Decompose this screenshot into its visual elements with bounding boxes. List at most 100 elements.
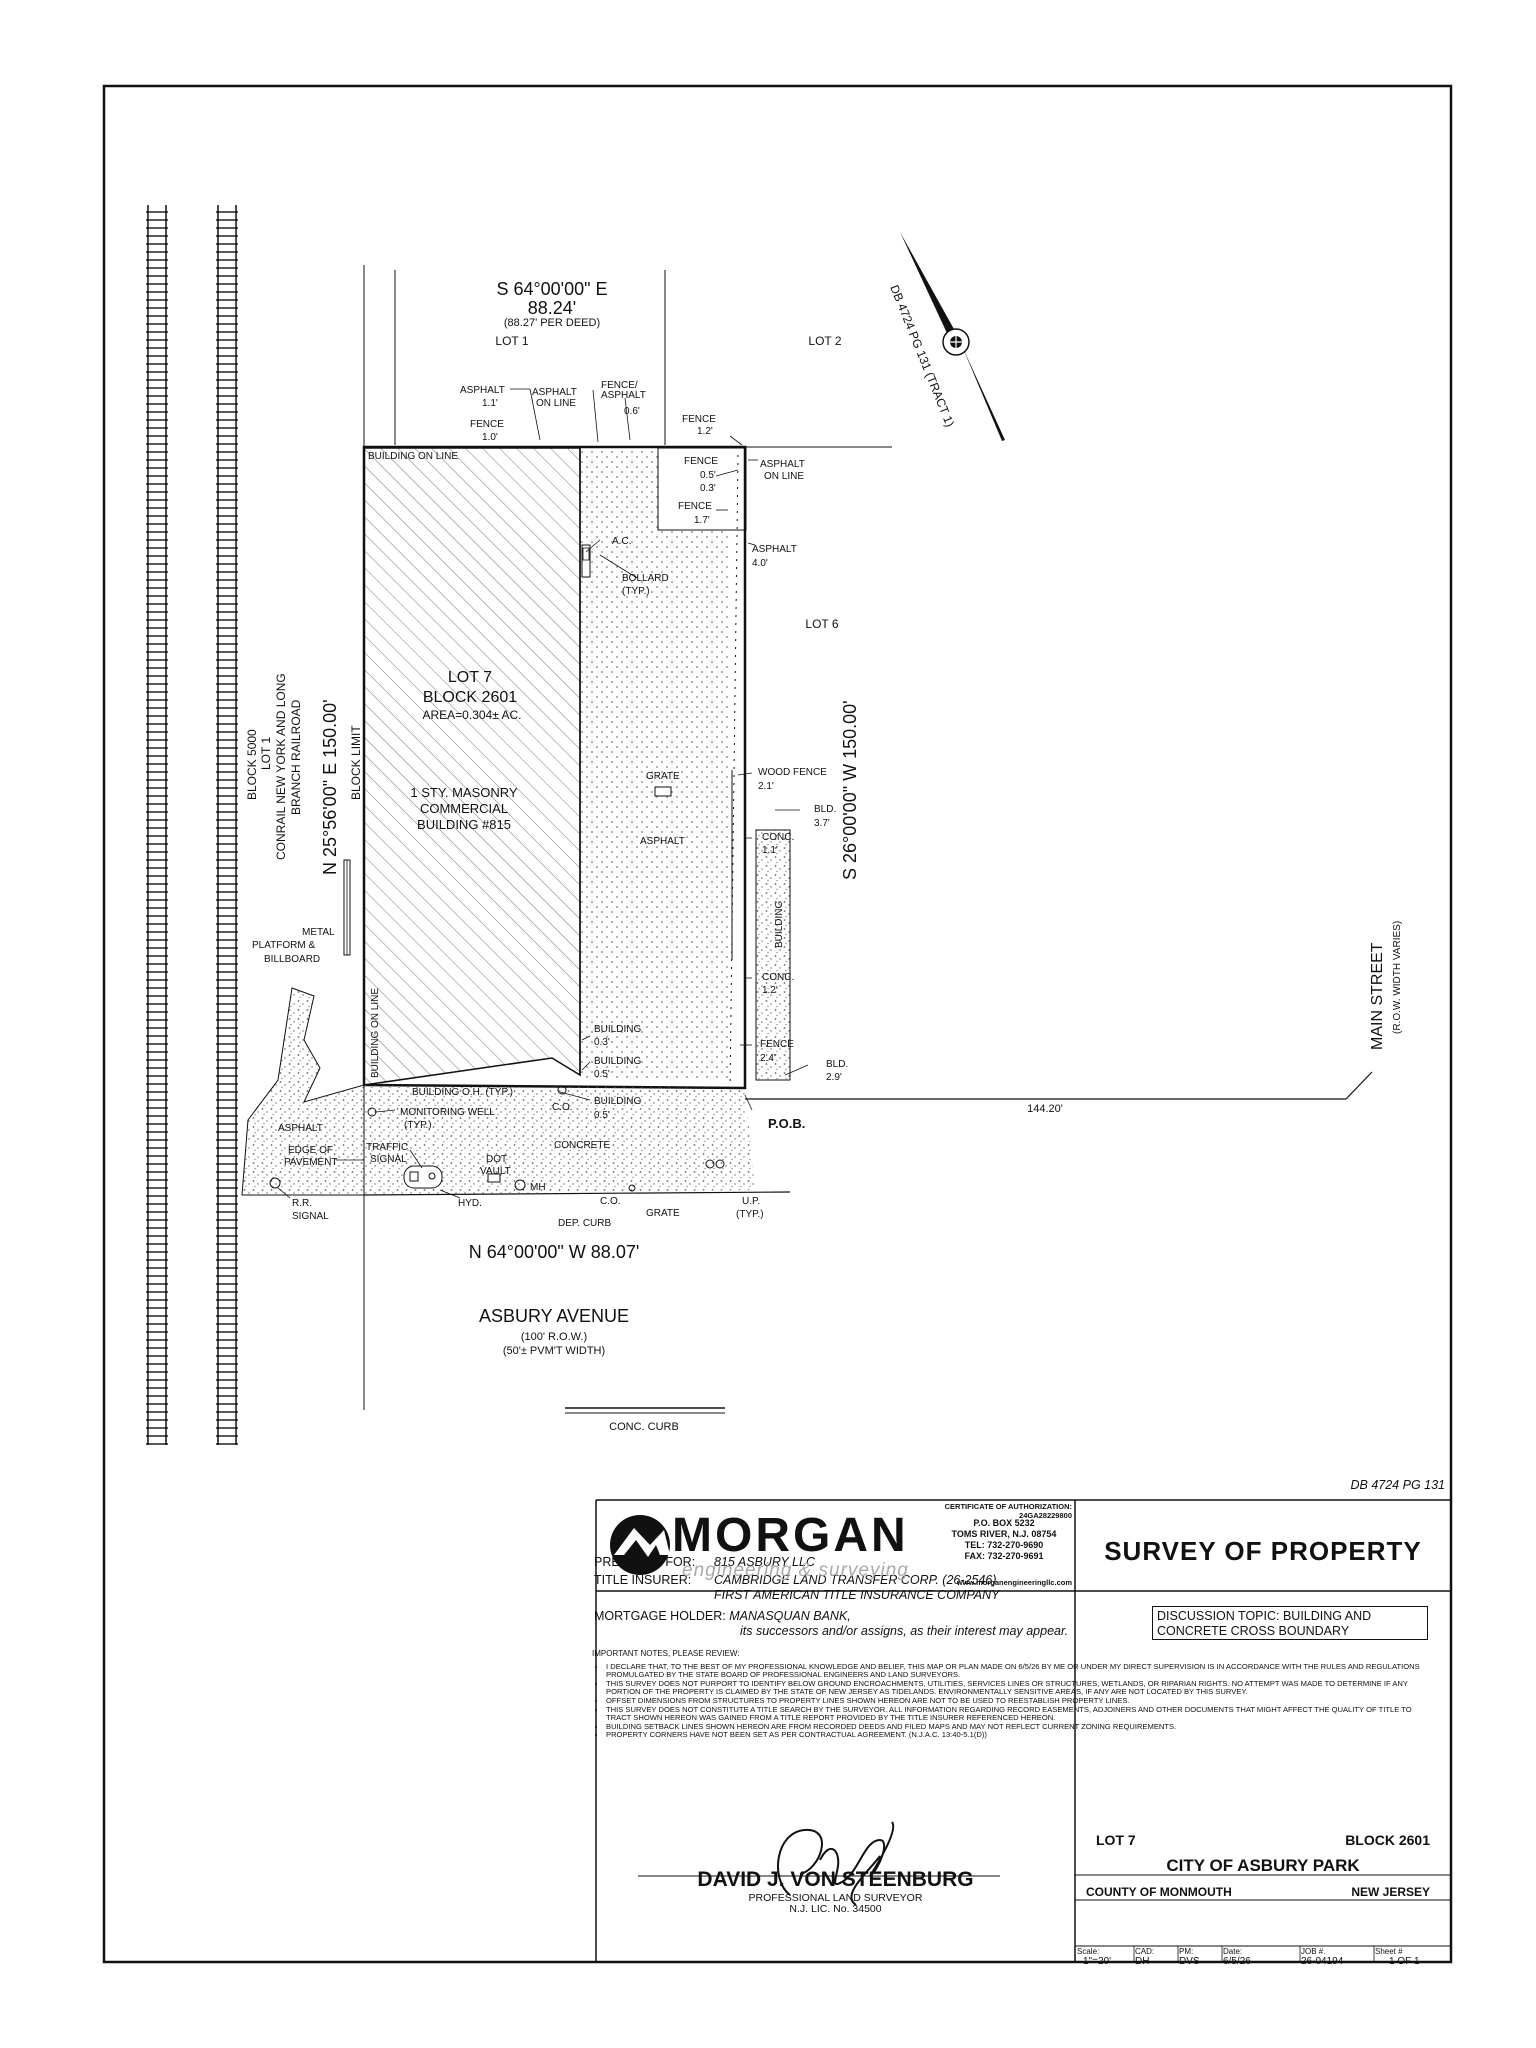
svg-text:BUILDING: BUILDING xyxy=(594,1096,641,1107)
lot2-label: LOT 2 xyxy=(808,334,841,348)
svg-text:FENCE: FENCE xyxy=(760,1039,794,1050)
pm-value: DVS xyxy=(1179,1956,1200,1967)
asbury-row: (100' R.O.W.) xyxy=(521,1331,587,1343)
svg-text:(TYP.): (TYP.) xyxy=(404,1120,432,1131)
svg-text:BUILDING: BUILDING xyxy=(774,901,785,948)
svg-text:ASPHALT: ASPHALT xyxy=(601,390,646,401)
scale-cell: Scale:1"=20' xyxy=(1077,1947,1134,1967)
main-street-row: (R.O.W. WIDTH VARIES) xyxy=(1392,921,1403,1034)
leader-lines xyxy=(277,388,809,1199)
title-label: TITLE INSURER: xyxy=(594,1573,692,1587)
tb-lot: LOT 7 xyxy=(1096,1832,1136,1848)
svg-text:0.5': 0.5' xyxy=(594,1110,610,1121)
job-cell: JOB #.26-04194 xyxy=(1301,1947,1373,1967)
discussion-box: DISCUSSION TOPIC: BUILDING AND CONCRETE … xyxy=(1152,1606,1428,1640)
svg-text:3.7': 3.7' xyxy=(814,818,830,829)
building-desc-2: COMMERCIAL xyxy=(420,801,508,816)
svg-text:1.2': 1.2' xyxy=(697,426,713,437)
svg-text:R.R.: R.R. xyxy=(292,1198,312,1209)
discussion-line-2: CONCRETE CROSS BOUNDARY xyxy=(1157,1624,1350,1638)
prepared-row: PREPARED FOR:815 ASBURY LLC xyxy=(594,1555,1114,1570)
svg-text:BUILDING: BUILDING xyxy=(594,1024,641,1035)
rr-line1: CONRAIL NEW YORK AND LONG xyxy=(274,673,288,860)
cad-value: DH xyxy=(1135,1956,1150,1967)
svg-text:ON LINE: ON LINE xyxy=(764,471,804,482)
svg-text:A.C.: A.C. xyxy=(612,536,631,547)
svg-text:2.4': 2.4' xyxy=(760,1053,776,1064)
svg-text:0.5': 0.5' xyxy=(700,470,716,481)
pm-label: PM: xyxy=(1179,1947,1194,1956)
svg-text:GRATE: GRATE xyxy=(646,771,680,782)
job-value: 26-04194 xyxy=(1301,1956,1344,1967)
company-tagline: engineering & surveying xyxy=(682,1560,909,1581)
north-bearing: S 64°00'00" E xyxy=(496,279,607,299)
title-insurer-row: TITLE INSURER: CAMBRIDGE LAND TRANSFER CO… xyxy=(594,1573,1114,1588)
svg-text:(TYP.): (TYP.) xyxy=(736,1209,764,1220)
svg-text:BUILDING: BUILDING xyxy=(594,1056,641,1067)
svg-text:SIGNAL: SIGNAL xyxy=(292,1211,329,1222)
svg-text:CONC.: CONC. xyxy=(762,972,794,983)
svg-text:1.7': 1.7' xyxy=(694,515,710,526)
utility-pole-symbol xyxy=(705,1159,715,1169)
sheet-border xyxy=(102,84,1453,1964)
svg-text:1.2': 1.2' xyxy=(762,985,778,996)
east-fence xyxy=(729,454,739,1091)
lot7-label: LOT 7 xyxy=(448,669,492,686)
svg-text:BLD.: BLD. xyxy=(814,804,836,815)
svg-text:1.0': 1.0' xyxy=(482,432,498,443)
svg-text:DEP. CURB: DEP. CURB xyxy=(558,1218,611,1229)
note-item: BUILDING SETBACK LINES SHOWN HEREON ARE … xyxy=(606,1722,1432,1732)
city-line: TOMS RIVER, N.J. 08754 xyxy=(951,1529,1057,1539)
tb-block: BLOCK 2601 xyxy=(1345,1832,1430,1848)
surveyor-signature xyxy=(777,1821,895,1906)
title-insurer-row-2: FIRST AMERICAN TITLE INSURANCE COMPANY xyxy=(594,1588,1114,1603)
asphalt-area-east xyxy=(657,447,747,531)
note-item: THIS SURVEY DOES NOT CONSTITUTE A TITLE … xyxy=(606,1705,1432,1723)
title-value-1: CAMBRIDGE LAND TRANSFER CORP. (26-2546) xyxy=(714,1573,997,1587)
svg-text:C.O.: C.O. xyxy=(600,1196,621,1207)
svg-text:0.6': 0.6' xyxy=(624,406,640,417)
tb-city: CITY OF ASBURY PARK xyxy=(1166,1856,1360,1875)
concrete-sidewalk xyxy=(364,1085,755,1195)
prepared-value: 815 ASBURY LLC xyxy=(714,1555,815,1569)
svg-text:ASPHALT: ASPHALT xyxy=(278,1123,323,1134)
svg-text:HYD.: HYD. xyxy=(458,1198,482,1209)
lot1-label: LOT 1 xyxy=(495,334,528,348)
tel-line: TEL: 732-270-9690 xyxy=(964,1540,1044,1550)
svg-text:PAVEMENT: PAVEMENT xyxy=(284,1157,338,1168)
east-bearing: S 26°00'00" W 150.00' xyxy=(840,700,860,880)
pob-label: P.O.B. xyxy=(768,1116,805,1131)
deed-reference: DB 4724 PG 131 xyxy=(1350,1478,1445,1492)
svg-text:(TYP.): (TYP.) xyxy=(622,586,650,597)
north-distance: 88.24' xyxy=(528,298,576,318)
svg-text:1.1': 1.1' xyxy=(482,398,498,409)
note-item: THIS SURVEY DOES NOT PURPORT TO IDENTIFY… xyxy=(606,1679,1432,1697)
date-label: Date: xyxy=(1223,1947,1243,1956)
asbury-avenue-label: ASBURY AVENUE xyxy=(479,1306,629,1326)
conc-curb-label: CONC. CURB xyxy=(609,1421,679,1433)
notes-heading: IMPORTANT NOTES, PLEASE REVIEW: xyxy=(592,1649,740,1658)
building-desc-3: BUILDING #815 xyxy=(417,817,511,832)
note-item: PROPERTY CORNERS HAVE NOT BEEN SET AS PE… xyxy=(606,1731,1432,1740)
svg-text:GRATE: GRATE xyxy=(646,1208,680,1219)
company-address: P.O. BOX 5232 TOMS RIVER, N.J. 08754 TEL… xyxy=(934,1518,1074,1562)
svg-text:0.5': 0.5' xyxy=(594,1069,610,1080)
company-website: www.morganengineeringllc.com xyxy=(956,1578,1072,1587)
date-cell: Date:6/5/26 xyxy=(1223,1947,1299,1967)
south-bearing: N 64°00'00" W 88.07' xyxy=(469,1242,640,1262)
svg-text:C.O.: C.O. xyxy=(552,1102,573,1113)
tb-county: COUNTY OF MONMOUTH xyxy=(1086,1885,1232,1899)
west-bearing: N 25°56'00" E 150.00' xyxy=(320,699,340,875)
note-item: I DECLARE THAT, TO THE BEST OF MY PROFES… xyxy=(606,1662,1432,1680)
rr-block: BLOCK 5000 xyxy=(245,729,259,800)
svg-text:ON LINE: ON LINE xyxy=(536,398,576,409)
svg-text:ASPHALT: ASPHALT xyxy=(460,385,505,396)
main-street-distance: 144.20' xyxy=(1027,1103,1063,1115)
svg-text:FENCE: FENCE xyxy=(470,419,504,430)
svg-text:ASPHALT: ASPHALT xyxy=(640,836,685,847)
svg-text:MONITORING WELL: MONITORING WELL xyxy=(400,1107,495,1118)
svg-text:TRAFFIC: TRAFFIC xyxy=(366,1142,408,1153)
mortgage-row: MORTGAGE HOLDER: MANASQUAN BANK, xyxy=(594,1609,1114,1624)
asbury-pvmt: (50'± PVM'T WIDTH) xyxy=(503,1345,605,1357)
